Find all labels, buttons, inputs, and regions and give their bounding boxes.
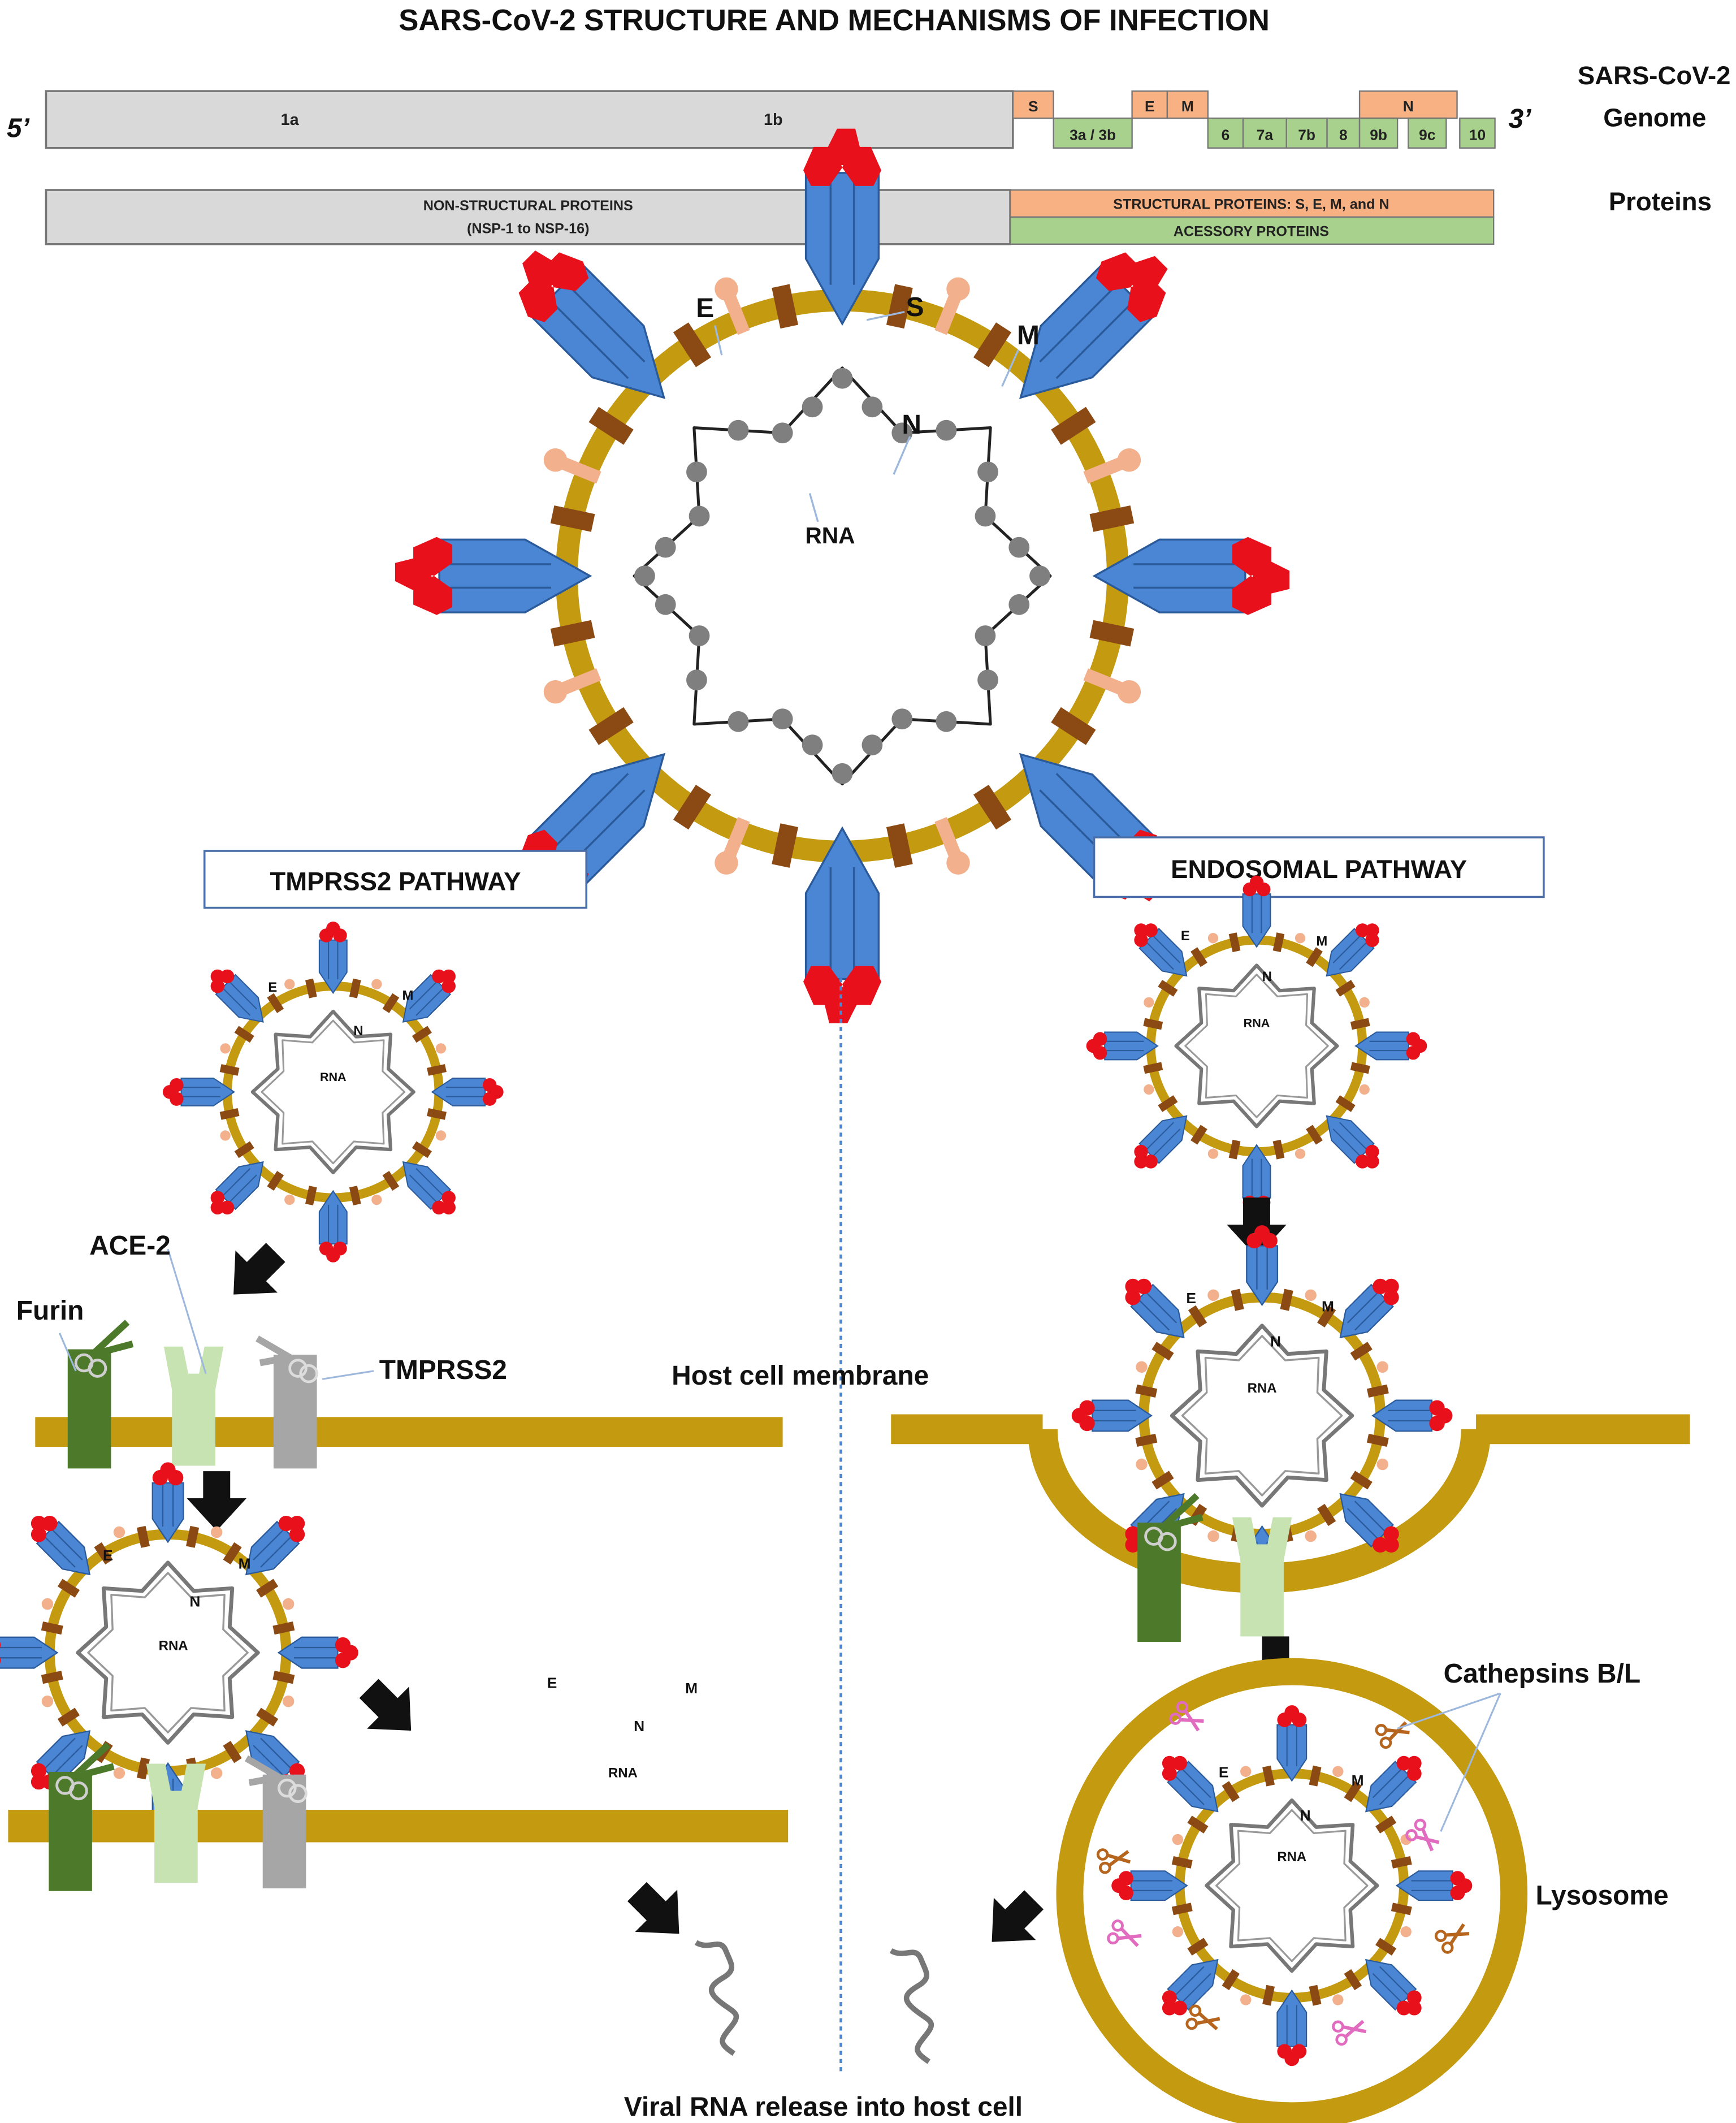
small-e-label-2: E — [103, 1547, 113, 1564]
arrow-right-3 — [971, 1878, 1055, 1963]
small-rna-label-2: RNA — [159, 1638, 188, 1653]
genome-10-label: 10 — [1469, 126, 1486, 143]
released-rna-right — [891, 1951, 931, 2061]
small-rna-label-4: RNA — [1244, 1015, 1270, 1030]
endosomal-virion-3 — [1111, 1705, 1472, 2066]
genome-title-line1: SARS-CoV-2 — [1578, 61, 1731, 90]
nsp-label-line2: (NSP-1 to NSP-16) — [467, 221, 590, 237]
five-prime-label: 5’ — [7, 114, 30, 144]
genome-m-label: M — [1181, 98, 1194, 115]
small-m-label-3: M — [685, 1680, 698, 1697]
small-rna-label-5: RNA — [1248, 1381, 1277, 1396]
small-e-label-6: E — [1219, 1764, 1229, 1781]
arrow-left-4 — [616, 1870, 700, 1955]
tmprss2-pathway-title: TMPRSS2 PATHWAY — [270, 867, 521, 896]
ace2-receptor — [163, 1346, 224, 1466]
small-n-label-3: N — [634, 1718, 644, 1735]
m-protein-label: M — [1017, 321, 1040, 351]
membrane-callouts — [58, 1248, 374, 1380]
small-n-label-2: N — [189, 1593, 200, 1610]
arrow-left-2 — [187, 1471, 246, 1531]
s-protein-label: S — [906, 292, 924, 322]
cathepsins-label: Cathepsins B/L — [1444, 1659, 1641, 1689]
small-m-label-5: M — [1322, 1298, 1334, 1315]
page-title: SARS-CoV-2 STRUCTURE AND MECHANISMS OF I… — [399, 3, 1270, 37]
small-n-label-6: N — [1300, 1807, 1311, 1824]
small-rna-label-6: RNA — [1277, 1849, 1306, 1865]
released-rna-left — [696, 1943, 736, 2053]
cathepsin-callouts — [1397, 1692, 1501, 1832]
genome-7b-label: 7b — [1298, 126, 1315, 143]
genome-s-label: S — [1028, 98, 1038, 115]
genome-title-line2: Genome — [1603, 103, 1706, 132]
small-m-label: M — [402, 988, 413, 1004]
three-prime-label: 3’ — [1509, 104, 1532, 134]
rna-label: RNA — [805, 522, 855, 548]
endosomal-virion-1 — [1086, 876, 1427, 1217]
genome-3a3b-label: 3a / 3b — [1070, 126, 1116, 143]
host-membrane-label: Host cell membrane — [672, 1361, 929, 1391]
arrow-left-3 — [348, 1667, 432, 1752]
genome-9b-label: 9b — [1370, 126, 1387, 143]
genome-1a-label: 1a — [281, 111, 300, 129]
structural-proteins-label: STRUCTURAL PROTEINS: S, E, M, and N — [1113, 197, 1389, 213]
virion-callouts — [714, 310, 1019, 522]
small-n-label: N — [353, 1023, 363, 1039]
small-e-label-3: E — [547, 1674, 557, 1691]
small-m-label-6: M — [1352, 1772, 1364, 1789]
small-e-label: E — [268, 980, 277, 995]
small-e-label-5: E — [1186, 1290, 1196, 1307]
small-n-label-4: N — [1262, 969, 1272, 984]
genome-map: 5’ 1a 1b S 3a / 3b E M 6 7a 7b 8 N 9b 9c… — [7, 61, 1731, 149]
host-membrane-left-2 — [8, 1810, 789, 1843]
genome-9c-label: 9c — [1419, 126, 1435, 143]
n-protein-label: N — [902, 410, 921, 440]
proteins-title: Proteins — [1609, 187, 1712, 216]
arrow-left-1 — [212, 1231, 297, 1316]
lysosome-label: Lysosome — [1535, 1881, 1668, 1911]
genome-n-label: N — [1403, 98, 1414, 115]
genome-7a-label: 7a — [1257, 126, 1274, 143]
e-protein-label: E — [696, 293, 714, 323]
furin-label: Furin — [16, 1296, 84, 1326]
tmprss2-virion-1 — [163, 922, 504, 1262]
genome-6-label: 6 — [1222, 126, 1230, 143]
ace2-label: ACE-2 — [89, 1231, 171, 1261]
small-m-label-4: M — [1316, 934, 1327, 949]
small-rna-label: RNA — [320, 1070, 347, 1084]
accessory-proteins-label: ACESSORY PROTEINS — [1174, 223, 1329, 239]
tmprss2-label: TMPRSS2 — [379, 1355, 507, 1385]
small-e-label-4: E — [1181, 928, 1190, 944]
tmprss2-virion-fusing — [432, 1611, 813, 1992]
genome-8-label: 8 — [1339, 126, 1348, 143]
tmprss2-enzyme — [257, 1338, 317, 1468]
small-m-label-2: M — [239, 1555, 251, 1572]
small-n-label-5: N — [1270, 1333, 1281, 1350]
endosomal-pathway-box: ENDOSOMAL PATHWAY — [1093, 836, 1545, 898]
genome-e-label: E — [1145, 98, 1155, 115]
genome-1b-label: 1b — [764, 111, 783, 129]
viral-release-label: Viral RNA release into host cell — [624, 2092, 1023, 2122]
host-membrane-left — [35, 1417, 783, 1447]
endosomal-pathway-title: ENDOSOMAL PATHWAY — [1171, 855, 1467, 884]
tmprss2-pathway-box: TMPRSS2 PATHWAY — [203, 850, 588, 909]
nsp-label-line1: NON-STRUCTURAL PROTEINS — [423, 198, 633, 214]
small-rna-label-3: RNA — [608, 1766, 638, 1781]
